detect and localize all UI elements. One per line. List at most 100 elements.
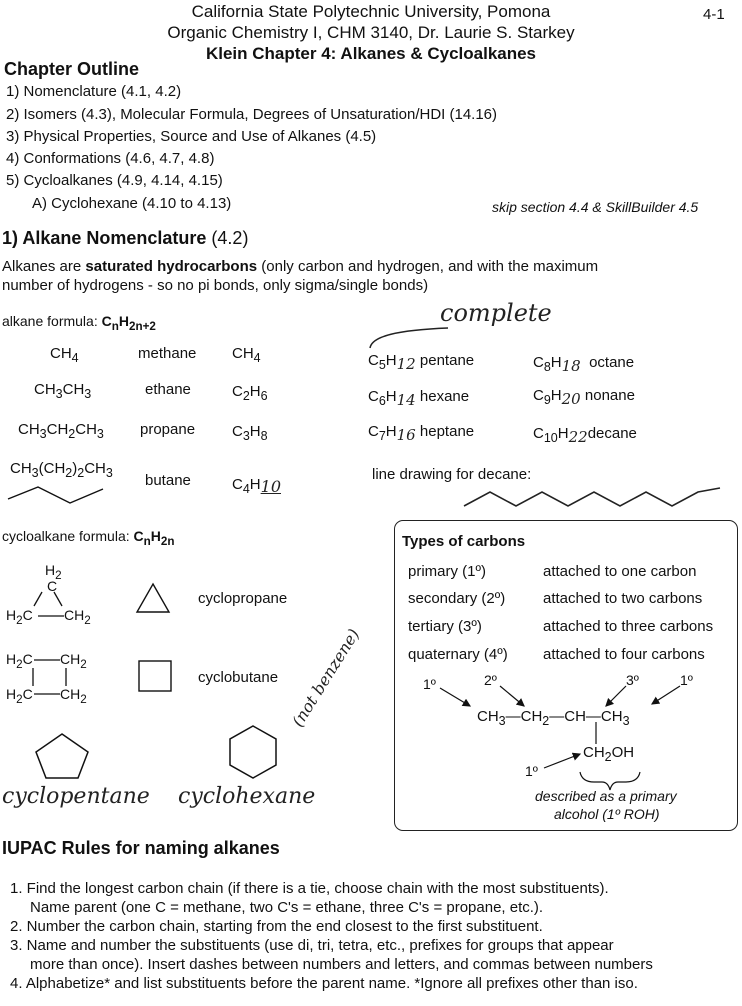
alkane-name-butane: butane <box>145 472 191 489</box>
type-quaternary-desc: attached to four carbons <box>543 646 705 663</box>
formula-butane: CH3(CH2)2CH3 <box>10 460 113 480</box>
outline-title: Chapter Outline <box>4 59 140 79</box>
cyclobutane-bonds <box>32 659 67 695</box>
intro-pre: Alkanes are <box>2 258 86 275</box>
alkane-formula: alkane formula: CnH2n+2 <box>2 313 156 333</box>
decane-name: decane <box>587 425 637 442</box>
section-title-bold: 1) Alkane Nomenclature <box>2 228 207 248</box>
alkane-name-ethane: ethane <box>145 381 191 398</box>
alkane-name-methane: methane <box>138 345 197 362</box>
decane-line-drawing <box>463 487 721 507</box>
label-1-right: 1º <box>680 672 693 688</box>
cyclobutane-ch2-bottom: CH2 <box>60 686 87 706</box>
header-title: Klein Chapter 4: Alkanes & Cycloalkanes <box>205 44 537 63</box>
type-secondary: secondary (2º) <box>408 590 506 607</box>
type-quaternary: quaternary (4º) <box>408 646 508 663</box>
complete-hexane: C6H14 hexane <box>368 388 470 409</box>
line-drawing-label: line drawing for decane: <box>372 466 532 483</box>
page-number: 4-1 <box>703 6 725 23</box>
type-primary: primary (1º) <box>408 563 486 580</box>
skip-note: skip section 4.4 & SkillBuilder 4.5 <box>492 199 699 215</box>
iupac-rule-4: 4. Alphabetize* and list substituents be… <box>10 975 638 992</box>
outline-item-4: 4) Conformations (4.6, 4.7, 4.8) <box>6 150 215 167</box>
decane-hand-subscript: 22 <box>568 428 588 446</box>
intro-line-1: Alkanes are saturated hydrocarbons (only… <box>2 258 598 275</box>
hexane-hand-subscript: 14 <box>396 391 416 409</box>
cyclobutane-label: cyclobutane <box>198 669 279 686</box>
cyclohexane-hexagon <box>229 725 277 779</box>
header-line-1: California State Polytechnic University,… <box>191 2 551 21</box>
example-caption-1: described as a primary <box>535 788 677 804</box>
alkane-formula-label: alkane formula: <box>2 313 102 329</box>
cyclopropane-c-top: C <box>47 578 58 594</box>
type-tertiary: tertiary (3º) <box>408 618 482 635</box>
label-1-left: 1º <box>423 676 436 692</box>
cyclobutane-ch2-top: CH2 <box>60 651 87 671</box>
molecular-formula-ch4: CH4 <box>232 345 261 365</box>
octane-hand-subscript: 18 <box>561 357 581 375</box>
heptane-name: heptane <box>419 423 475 440</box>
types-of-carbons-box <box>394 520 738 831</box>
molecular-formula-c3h8: C3H8 <box>232 423 268 443</box>
complete-pentane: C5H12 pentane <box>368 352 475 373</box>
cyclobutane-square <box>138 660 172 692</box>
section-title: 1) Alkane Nomenclature (4.2) <box>2 228 248 249</box>
pentane-name: pentane <box>419 352 475 369</box>
cyclopropane-triangle <box>135 582 171 613</box>
outline-item-5a: A) Cyclohexane (4.10 to 4.13) <box>32 195 232 212</box>
cyclopropane-ch2-right: CH2 <box>64 607 91 627</box>
example-ch2oh: CH2OH <box>583 744 635 764</box>
iupac-rule-3-cont: more than once). Insert dashes between n… <box>30 956 653 973</box>
intro-line-2: number of hydrogens - so no pi bonds, on… <box>2 277 429 294</box>
cyclobutane-h2c-bottom: H2C <box>6 686 33 706</box>
cyclopropane-h2: H2 <box>45 562 62 582</box>
iupac-rule-2: 2. Number the carbon chain, starting fro… <box>10 918 543 935</box>
octane-name: octane <box>589 354 635 371</box>
cyclopropane-label: cyclopropane <box>198 590 288 607</box>
iupac-rule-1: 1. Find the longest carbon chain (if the… <box>10 880 609 897</box>
heptane-hand-subscript: 16 <box>396 426 416 444</box>
outline-item-2: 2) Isomers (4.3), Molecular Formula, Deg… <box>6 106 498 123</box>
cyclohexane-handwritten: cyclohexane <box>178 784 316 809</box>
nonane-hand-subscript: 20 <box>561 390 581 408</box>
type-secondary-desc: attached to two carbons <box>543 590 703 607</box>
outline-item-5: 5) Cycloalkanes (4.9, 4.14, 4.15) <box>6 172 223 189</box>
type-tertiary-desc: attached to three carbons <box>543 618 714 635</box>
cyclopropane-bonds <box>33 591 64 617</box>
complete-heptane: C7H16 heptane <box>368 423 475 444</box>
alkane-name-propane: propane <box>140 421 196 438</box>
label-1-bottom: 1º <box>525 763 538 779</box>
intro-bold: saturated hydrocarbons <box>85 258 258 275</box>
outline-item-1: 1) Nomenclature (4.1, 4.2) <box>6 83 182 100</box>
cyclopropane-h2c-left: H2C <box>6 607 33 627</box>
complete-octane: C8H18 octane <box>533 354 635 375</box>
label-2: 2º <box>484 672 497 688</box>
header-line-2: Organic Chemistry I, CHM 3140, Dr. Lauri… <box>167 23 575 42</box>
alkane-general-formula: CnH2n+2 <box>101 313 156 333</box>
complete-nonane: C9H20 nonane <box>533 387 635 408</box>
molecular-formula-c2h6: C2H6 <box>232 383 268 403</box>
iupac-title: IUPAC Rules for naming alkanes <box>2 838 280 858</box>
formula-propane: CH3CH2CH3 <box>18 421 104 441</box>
type-primary-desc: attached to one carbon <box>543 563 697 580</box>
label-3: 3º <box>626 672 639 688</box>
not-benzene-note: (not benzene) <box>288 625 364 731</box>
example-caption-2: alcohol (1º ROH) <box>554 806 660 822</box>
hexane-name: hexane <box>419 388 470 405</box>
cycloalkane-general-formula: CnH2n <box>133 528 175 548</box>
complete-bracket <box>369 327 449 349</box>
formula-ch4: CH4 <box>50 345 79 365</box>
example-arrows <box>439 685 681 791</box>
example-chain: CH3—CH2—CH—CH3 <box>477 708 630 728</box>
types-title: Types of carbons <box>402 533 526 550</box>
butane-handwritten-subscript: 10 <box>260 477 281 496</box>
butane-line-drawing <box>7 486 104 504</box>
nonane-name: nonane <box>584 387 635 404</box>
iupac-rule-3: 3. Name and number the substituents (use… <box>10 937 614 954</box>
formula-ch3ch3: CH3CH3 <box>34 381 92 401</box>
section-title-ref: (4.2) <box>211 228 249 248</box>
cyclopentane-handwritten: cyclopentane <box>2 784 150 809</box>
complete-decane: C10H22decane <box>533 425 637 446</box>
intro-post: (only carbon and hydrogen, and with the … <box>257 258 599 275</box>
pentane-hand-subscript: 12 <box>396 355 416 373</box>
